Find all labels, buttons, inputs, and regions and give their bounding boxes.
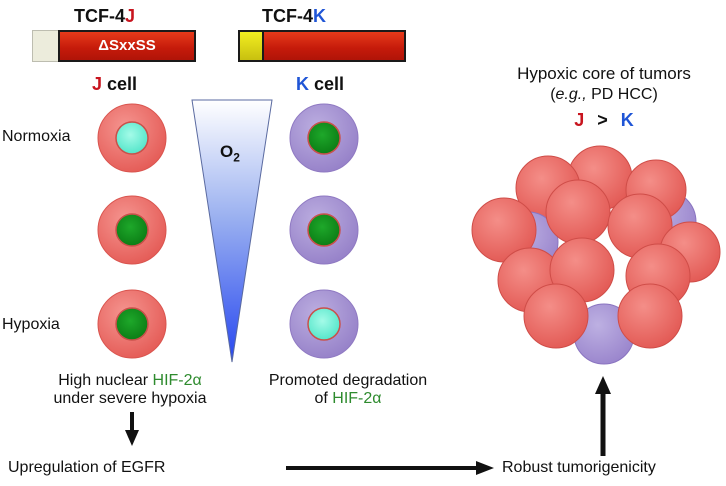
j-outcome-prefix: High nuclear xyxy=(58,372,153,389)
j-outcome-hif: HIF-2α xyxy=(152,372,202,389)
k-cell-letter: K xyxy=(296,74,309,94)
construct-k-title: TCF-4K xyxy=(262,6,326,27)
oxygen-sub: 2 xyxy=(233,150,240,165)
oxygen-main: O xyxy=(220,142,234,161)
k-outcome-prefix: of xyxy=(314,390,333,407)
j-cell-letter: J xyxy=(92,74,103,94)
oxygen-gradient-triangle xyxy=(191,99,273,363)
k-cell-normoxia xyxy=(289,103,359,173)
construct-j-title: TCF-4J xyxy=(74,6,135,27)
j-outcome-line2: under severe hypoxia xyxy=(53,390,207,407)
j-cell-word: cell xyxy=(107,74,138,94)
arrow-up-to-tumor xyxy=(595,376,611,456)
tumor-title: Hypoxic core of tumors xyxy=(517,64,691,83)
j-outcome-text: High nuclear HIF-2α under severe hypoxia xyxy=(20,372,240,408)
construct-k-suffix: K xyxy=(313,6,326,26)
k-outcome-hif: HIF-2α xyxy=(332,390,382,407)
k-cell-word: cell xyxy=(314,74,345,94)
hypoxia-label: Hypoxia xyxy=(2,316,60,333)
nucleus-green xyxy=(307,213,341,247)
j-outcome-line1: High nuclear HIF-2α xyxy=(20,372,240,390)
nucleus-green xyxy=(115,307,149,341)
nucleus-green xyxy=(307,121,341,155)
k-outcome-line2: of HIF-2α xyxy=(238,390,458,408)
arrow-egfr-to-tumorigenicity xyxy=(286,461,494,475)
construct-j-bar: ΔSxxSS xyxy=(58,30,196,62)
compare-k: K xyxy=(620,110,634,130)
tumor-subtitle-open: ( xyxy=(550,86,556,103)
construct-k-yellow-domain xyxy=(238,30,264,62)
oxygen-label: O2 xyxy=(220,142,240,164)
nucleus-cyan xyxy=(307,307,341,341)
construct-k-prefix: TCF-4 xyxy=(262,6,313,26)
tumor-subtitle-close: ) xyxy=(652,86,658,103)
nucleus-green xyxy=(115,213,149,247)
compare-j: J xyxy=(574,110,585,130)
compare-operator: > xyxy=(597,110,608,130)
construct-k-bar xyxy=(238,30,406,62)
tumor-subtitle: (e.g., PD HCC) xyxy=(484,86,724,104)
nucleus-cyan xyxy=(115,121,149,155)
deletion-label: ΔSxxSS xyxy=(98,37,156,54)
tumor-subtitle-rest: PD HCC xyxy=(586,86,653,103)
arrow-down-to-egfr xyxy=(125,412,139,446)
k-cell-hypoxia xyxy=(289,289,359,359)
tumor-comparison: J > K xyxy=(484,110,724,131)
k-outcome-line1: Promoted degradation xyxy=(268,372,428,389)
k-cell-intermediate xyxy=(289,195,359,265)
k-outcome-text: Promoted degradation of HIF-2α xyxy=(238,372,458,408)
j-cell-normoxia xyxy=(97,103,167,173)
tumorigenicity-label: Robust tumorigenicity xyxy=(502,459,656,476)
normoxia-label: Normoxia xyxy=(2,128,71,145)
k-cell-label: K cell xyxy=(296,74,344,95)
j-cell-hypoxia xyxy=(97,289,167,359)
tumor-subtitle-italic: e.g., xyxy=(555,86,587,103)
construct-j-suffix: J xyxy=(125,6,136,26)
j-cell-intermediate xyxy=(97,195,167,265)
j-cell-label: J cell xyxy=(92,74,137,95)
tumor-cluster xyxy=(471,145,721,365)
egfr-label: Upregulation of EGFR xyxy=(8,459,166,476)
construct-j-prefix: TCF-4 xyxy=(74,6,125,26)
